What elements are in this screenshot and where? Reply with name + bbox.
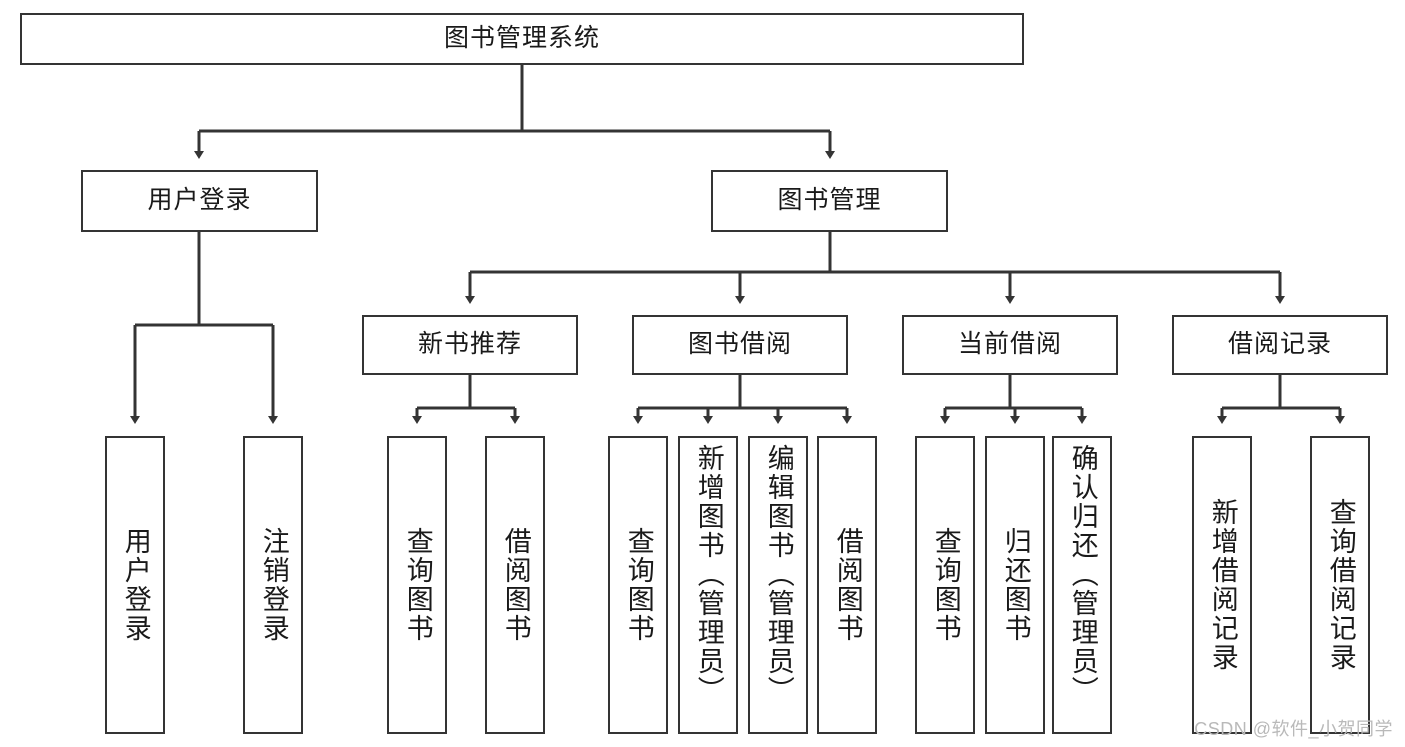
leaf-book-borrow-2-label: 新增图书（管理员） — [693, 444, 724, 705]
node-borrow-record[interactable]: 借阅记录 — [1172, 315, 1388, 375]
node-root[interactable]: 图书管理系统 — [20, 13, 1024, 65]
node-user-login-label: 用户登录 — [147, 186, 252, 215]
node-new-book-recommend-label: 新书推荐 — [417, 330, 522, 359]
leaf-book-borrow-3-label: 编辑图书（管理员） — [763, 444, 794, 705]
node-book-borrow-label: 图书借阅 — [687, 330, 792, 359]
node-current-borrow[interactable]: 当前借阅 — [902, 315, 1118, 375]
leaf-current-borrow-1[interactable]: 查询图书 — [915, 436, 975, 734]
node-root-label: 图书管理系统 — [443, 24, 600, 53]
leaf-book-borrow-1[interactable]: 查询图书 — [608, 436, 668, 734]
leaf-book-borrow-1-label: 查询图书 — [623, 527, 654, 643]
leaf-borrow-record-1[interactable]: 新增借阅记录 — [1192, 436, 1252, 734]
leaf-book-borrow-4[interactable]: 借阅图书 — [817, 436, 877, 734]
leaf-user-login-2-label: 注销登录 — [258, 527, 289, 643]
node-book-management-label: 图书管理 — [777, 186, 882, 215]
watermark: CSDN @软件_小贺同学 — [1194, 719, 1393, 739]
leaf-new-book-2-label: 借阅图书 — [500, 527, 531, 643]
leaf-current-borrow-2[interactable]: 归还图书 — [985, 436, 1045, 734]
leaf-user-login-1-label: 用户登录 — [120, 527, 151, 643]
leaf-current-borrow-3-label: 确认归还（管理员） — [1067, 444, 1098, 705]
node-book-management[interactable]: 图书管理 — [711, 170, 948, 232]
node-new-book-recommend[interactable]: 新书推荐 — [362, 315, 578, 375]
leaf-book-borrow-4-label: 借阅图书 — [832, 527, 863, 643]
leaf-user-login-1[interactable]: 用户登录 — [105, 436, 165, 734]
leaf-current-borrow-1-label: 查询图书 — [930, 527, 961, 643]
leaf-current-borrow-3[interactable]: 确认归还（管理员） — [1052, 436, 1112, 734]
leaf-current-borrow-2-label: 归还图书 — [1000, 527, 1031, 643]
leaf-book-borrow-3[interactable]: 编辑图书（管理员） — [748, 436, 808, 734]
leaf-new-book-1-label: 查询图书 — [402, 527, 433, 643]
node-borrow-record-label: 借阅记录 — [1227, 330, 1332, 359]
leaf-new-book-1[interactable]: 查询图书 — [387, 436, 447, 734]
leaf-user-login-2[interactable]: 注销登录 — [243, 436, 303, 734]
node-user-login[interactable]: 用户登录 — [81, 170, 318, 232]
leaf-borrow-record-2-label: 查询借阅记录 — [1325, 498, 1356, 672]
leaf-book-borrow-2[interactable]: 新增图书（管理员） — [678, 436, 738, 734]
leaf-new-book-2[interactable]: 借阅图书 — [485, 436, 545, 734]
leaf-borrow-record-1-label: 新增借阅记录 — [1207, 498, 1238, 672]
leaf-borrow-record-2[interactable]: 查询借阅记录 — [1310, 436, 1370, 734]
node-current-borrow-label: 当前借阅 — [957, 330, 1062, 359]
node-book-borrow[interactable]: 图书借阅 — [632, 315, 848, 375]
